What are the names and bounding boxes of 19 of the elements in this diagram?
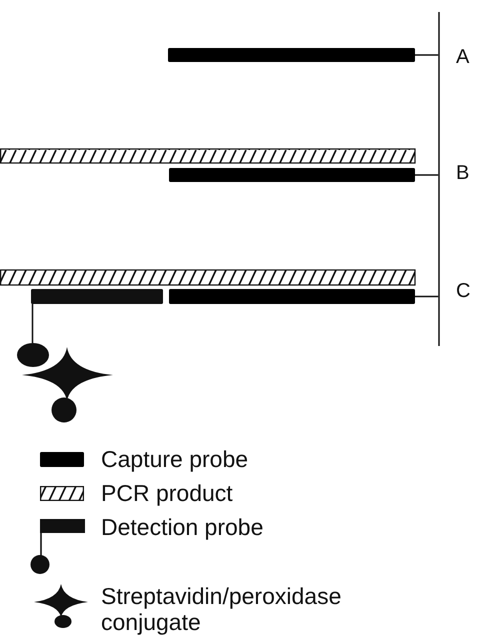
row-label: C bbox=[456, 280, 470, 302]
stem-line bbox=[32, 304, 34, 343]
support-line bbox=[438, 12, 440, 346]
capture-probe-bar bbox=[169, 168, 415, 182]
tether-line bbox=[415, 174, 438, 176]
tether-line bbox=[415, 54, 438, 56]
tether-line bbox=[415, 296, 438, 298]
row-label: B bbox=[456, 162, 470, 184]
legend-label: Capture probe bbox=[101, 446, 248, 472]
pcr-product-bar bbox=[0, 148, 416, 164]
pcr-product-bar bbox=[0, 269, 416, 286]
capture-probe-bar bbox=[168, 48, 415, 62]
detection-probe-bar bbox=[31, 289, 163, 304]
dot-marker bbox=[17, 343, 49, 367]
legend-label: Detection probe bbox=[101, 514, 264, 540]
legend-label: PCR product bbox=[101, 480, 233, 506]
row-label: A bbox=[456, 46, 470, 68]
capture-probe-bar bbox=[169, 289, 415, 304]
legend-label: Streptavidin/peroxidase conjugate bbox=[101, 583, 342, 635]
